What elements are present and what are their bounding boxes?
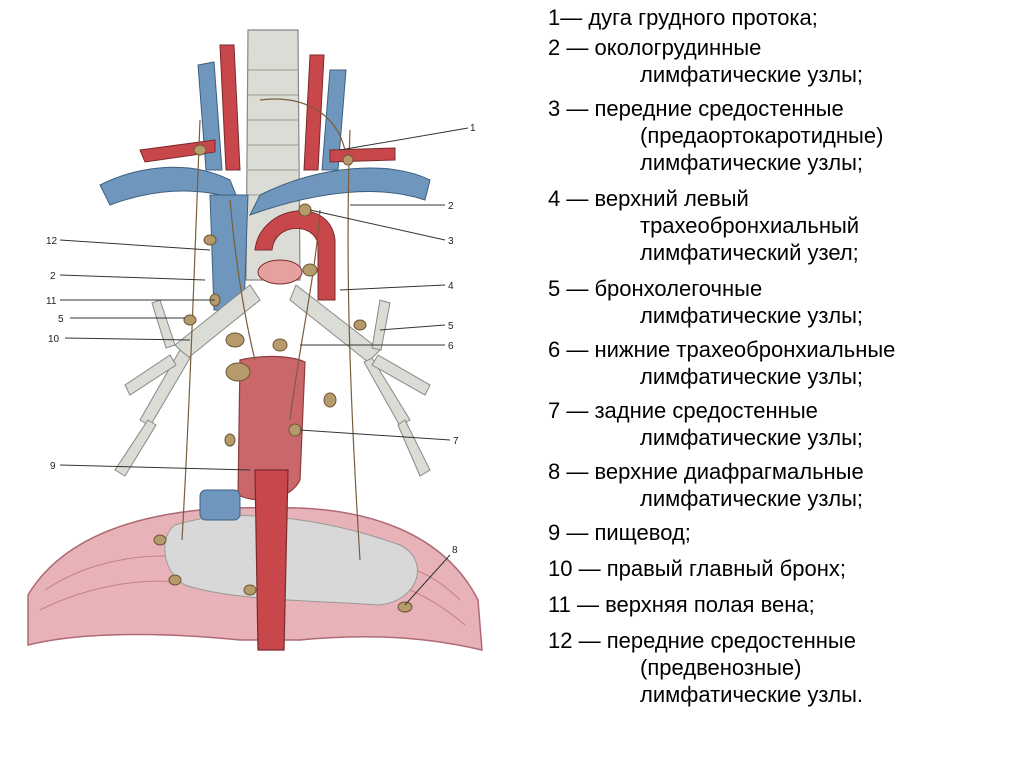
legend-item-continuation: лимфатические узлы; [640,62,864,87]
callout-left-11: 11 [46,296,57,307]
legend-item-continuation: (предвенозные) [640,655,802,680]
legend-item-continuation: лимфатические узлы. [640,682,864,707]
callout-right-8: 8 [452,545,458,556]
legend-item-label: 3 — передние средостенные [548,96,844,121]
callout-right-1: 1 [470,123,476,134]
inferior-vena-cava [199,489,241,521]
legend-item-label: 7 — задние средостенные [548,398,818,423]
aorta-cut [257,259,303,285]
legend-item-label: 6 — нижние трахеобронхиальные [548,337,896,362]
leader-lines [59,127,469,606]
legend-item-continuation: лимфатические узлы; [640,425,864,450]
legend-item-label: 8 — верхние диафрагмальные [548,459,864,484]
legend-item-10: 10 — правый главный бронх; [548,555,1018,582]
legend-item-11: 11 — верхняя полая вена; [548,591,1018,618]
mediastinum-lymphatics-figure: 1 2 3 4 5 6 7 8 12 2 11 5 10 9 [27,29,483,651]
legend-item-label: 2 — окологрудинные [548,35,762,60]
callout-left-12: 12 [46,236,58,247]
legend-item-1: 1— дуга грудного протока; [548,4,1018,31]
callout-left-5: 5 [58,314,64,325]
left-carotid-artery [303,54,325,171]
legend-item-label: 4 — верхний левый [548,186,749,211]
lymph-vessels [181,98,361,561]
esophagus [237,355,306,501]
callout-left-2: 2 [50,271,56,282]
legend-item-continuation: трахеобронхиальный [640,213,860,238]
legend-item-continuation: лимфатический узел; [640,240,859,265]
legend-item-continuation: лимфатические узлы; [640,150,864,175]
legend-item-label: 5 — бронхолегочные [548,276,763,301]
left-subclavian-artery [329,147,396,163]
legend-item-label: 1— дуга грудного протока; [548,5,818,30]
callout-right-5: 5 [448,321,454,332]
callout-left-9: 9 [50,461,56,472]
legend-item-continuation: лимфатические узлы; [640,364,864,389]
left-brachiocephalic-vein [248,167,431,216]
anatomy-illustration: 1 2 3 4 5 6 7 8 12 2 11 5 10 9 [27,29,483,651]
figure-legend: 1— дуга грудного протока; 2 — окологрудин… [540,0,1020,767]
legend-item-continuation: (предаортокаротидные) [640,123,884,148]
callout-left-10: 10 [48,334,60,345]
legend-item-label: 10 — правый главный бронх; [548,556,846,581]
legend-item-continuation: лимфатические узлы; [640,486,864,511]
bronchial-tree [114,299,431,477]
legend-item-continuation: лимфатические узлы; [640,303,864,328]
legend-item-label: 11 — верхняя полая вена; [548,592,815,617]
right-carotid-artery [219,44,241,171]
legend-item-label: 9 — пищевод; [548,520,691,545]
callout-right-3: 3 [448,236,454,247]
legend-item-3: 3 — передние средостенные(предаортокарот… [548,95,1018,176]
callout-right-6: 6 [448,341,454,352]
legend-item-12: 12 — передние средостенные(предвенозные)… [548,627,1018,708]
callout-right-4: 4 [448,281,454,292]
callout-right-7: 7 [453,436,459,447]
descending-aorta [254,469,289,651]
legend-item-label: 12 — передние средостенные [548,628,856,653]
aortic-arch [254,210,336,301]
legend-item-9: 9 — пищевод; [548,519,1018,546]
callout-right-2: 2 [448,201,454,212]
